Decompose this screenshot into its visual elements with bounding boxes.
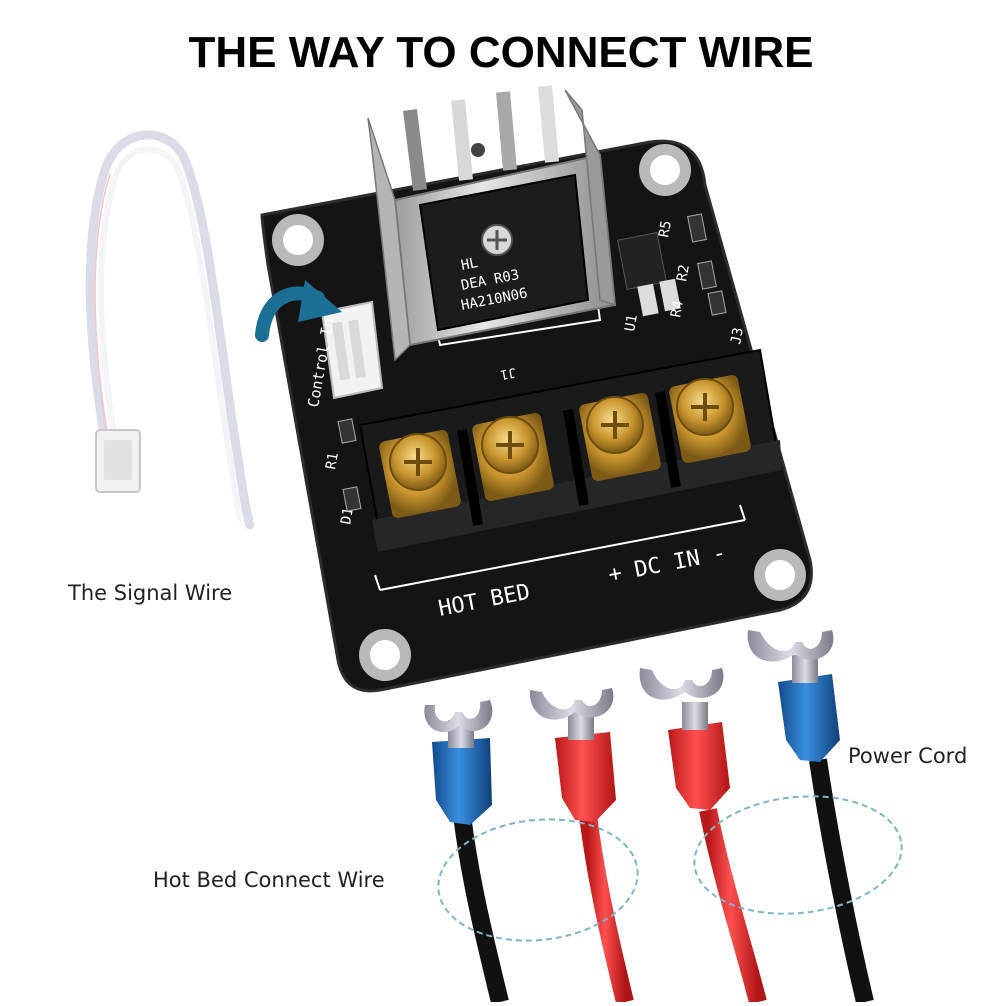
wire-red-hotbed <box>529 688 634 1005</box>
mounting-hole-tr <box>639 144 691 196</box>
smd-components: R5 R2 R4 U1 R1 D1 J3 J1 <box>323 213 747 526</box>
component-u1: U1 <box>622 313 641 332</box>
component-j3: J3 <box>728 326 747 345</box>
hot-bed-wire-label: Hot Bed Connect Wire <box>153 868 385 892</box>
terminal-hotbed-2 <box>472 413 554 501</box>
wire-black-hotbed <box>424 700 509 1005</box>
signal-wire-label: The Signal Wire <box>68 581 233 605</box>
arrow-icon <box>255 280 342 342</box>
control-in-connector <box>320 300 384 400</box>
wire-red-dc <box>639 668 767 1005</box>
component-r1: R1 <box>323 451 342 470</box>
power-cord-label: Power Cord <box>848 744 968 768</box>
mosfet-marking-1: HL <box>460 255 480 274</box>
mounting-hole-bl <box>359 629 411 681</box>
mosfet-board: HL DEA R03 HA210N06 R5 R2 R4 U1 R1 D1 J3… <box>260 85 813 693</box>
component-r4: R4 <box>668 299 687 318</box>
component-r5: R5 <box>656 219 675 238</box>
signal-wire <box>85 130 255 530</box>
hotbed-wire-highlight <box>437 818 639 942</box>
component-j1: J1 <box>499 364 517 382</box>
wire-black-dc <box>747 630 874 1005</box>
component-d1: D1 <box>338 506 357 525</box>
terminal-dc-plus <box>579 393 661 481</box>
mounting-hole-br <box>754 549 806 601</box>
component-r2: R2 <box>674 263 693 282</box>
mounting-hole-tl <box>272 214 324 266</box>
screw-terminals <box>358 348 782 552</box>
page-title: THE WAY TO CONNECT WIRE <box>188 28 814 77</box>
mosfet-chip: HL DEA R03 HA210N06 <box>418 173 590 332</box>
terminal-hotbed-1 <box>379 430 461 518</box>
terminal-dc-minus <box>669 375 751 463</box>
power-cord-highlight <box>693 795 903 915</box>
